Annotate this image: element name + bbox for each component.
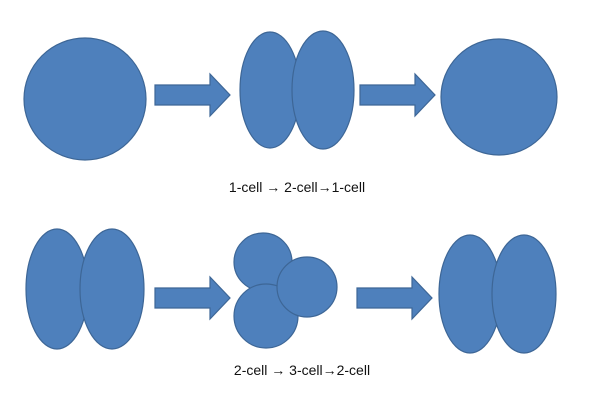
row1-arrow-1 — [154, 72, 231, 118]
row1-stage3-cell — [440, 38, 558, 156]
row2-stage1-cell-right — [79, 228, 145, 350]
row2-arrow-1 — [154, 275, 231, 321]
row1-arrow-2 — [359, 72, 436, 118]
row2-stage3-cell-right — [491, 234, 557, 354]
row-1: 1-cell → 2-cell→1-cell — [23, 30, 558, 195]
row1-stage2-cell-right — [291, 30, 355, 150]
row2-arrow-2 — [356, 275, 433, 321]
row1-caption: 1-cell → 2-cell→1-cell — [229, 179, 365, 195]
row2-caption: 2-cell → 3-cell→2-cell — [234, 362, 370, 378]
row2-stage2-cell-right — [276, 256, 338, 318]
row1-stage1-cell — [23, 37, 147, 161]
row1-stage2-cell-left — [239, 31, 301, 149]
row-2: 2-cell → 3-cell→2-cell — [25, 228, 557, 378]
row2-stage1-cell-left — [25, 228, 89, 350]
